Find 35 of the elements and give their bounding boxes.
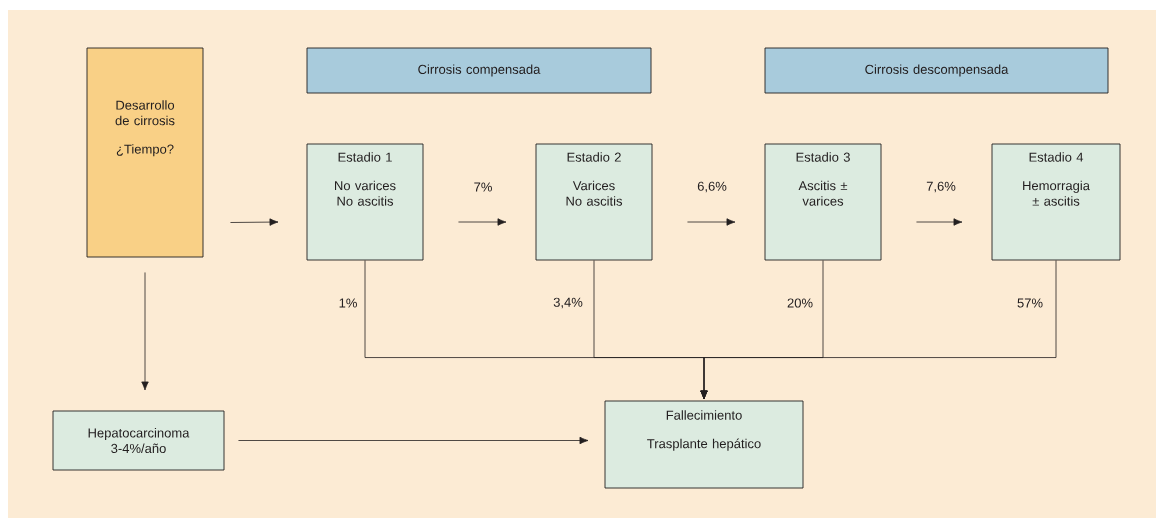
node-label: No varices No ascitis: [335, 180, 396, 206]
node-label: Ascitis ± varices: [798, 180, 848, 206]
node-label: Cirrosis descompensada: [865, 64, 1009, 77]
node-label: Fallecimiento: [666, 410, 742, 420]
node-label: Varices No ascitis: [566, 180, 623, 206]
stage-box: [535, 143, 653, 261]
arrow: [141, 272, 149, 391]
edge-label: 1%: [337, 297, 359, 309]
arrow: [687, 218, 736, 226]
node-label: Estadio 4: [1029, 152, 1084, 162]
arrow: [700, 260, 1057, 400]
header-band: [764, 47, 1109, 94]
arrow: [230, 218, 279, 226]
header-band: [306, 47, 652, 94]
stage-box: [86, 47, 204, 258]
node-label: Estadio 2: [567, 152, 621, 162]
node-label: Estadio 3: [796, 152, 850, 162]
edge-label: 20%: [786, 297, 814, 309]
stage-box: [991, 143, 1121, 261]
outcome-box: [604, 400, 804, 489]
outcome-box: [52, 410, 225, 471]
stage-box: [764, 143, 882, 261]
edge-label: 7%: [472, 181, 494, 193]
node-label: Trasplante hepático: [647, 438, 761, 451]
stage-box: [306, 143, 424, 261]
node-label: Cirrosis compensada: [418, 64, 541, 77]
node-label: Hepatocarcinoma 3-4%/año: [88, 427, 190, 454]
edge-label: 57%: [1016, 297, 1044, 309]
arrow: [238, 436, 589, 445]
node-label: Hemorragia ± ascitis: [1023, 180, 1090, 206]
arrow: [916, 218, 963, 226]
node-label: Estadio 1: [338, 152, 392, 162]
node-label: ¿Tiempo?: [116, 144, 174, 157]
node-label: Desarrollo de cirrosis: [115, 100, 175, 126]
arrow: [458, 218, 507, 226]
